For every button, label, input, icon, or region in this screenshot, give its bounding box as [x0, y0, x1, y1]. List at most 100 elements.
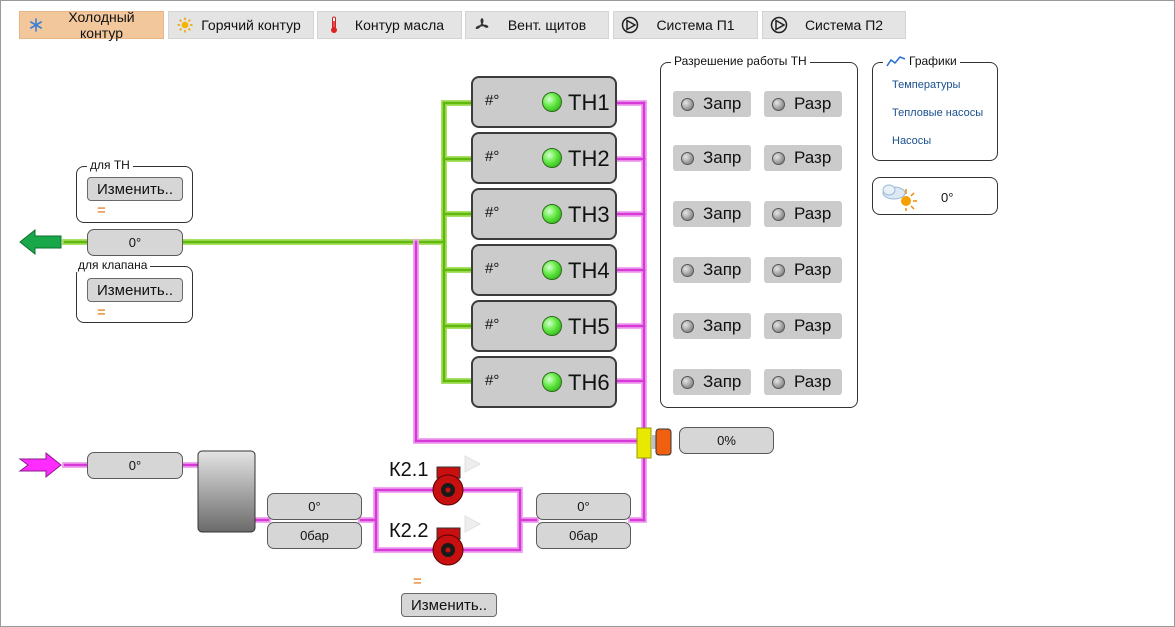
outdoor-temp-value: 0° [941, 190, 954, 205]
pump-k22-label: К2.2 [389, 520, 429, 542]
deny-button-th5[interactable]: Запр [673, 313, 751, 339]
chart-link-heat-pumps[interactable]: Тепловые насосы [892, 107, 984, 119]
allow-button-th1[interactable]: Разр [764, 91, 842, 117]
hp-name: ТН5 [568, 314, 610, 339]
status-led [542, 260, 562, 280]
tab-panel-ventilation[interactable]: Вент. щитов [465, 11, 609, 39]
hp-temp: #° [485, 372, 500, 389]
heat-pump-1[interactable]: #° ТН1 [471, 76, 617, 128]
hp-temp: #° [485, 148, 500, 165]
hp-temp: #° [485, 92, 500, 109]
group-title: для ТН [87, 158, 133, 172]
deny-button-th6[interactable]: Запр [673, 369, 751, 395]
tab-label: Система П1 [656, 17, 735, 33]
heat-pump-2[interactable]: #° ТН2 [471, 132, 617, 184]
permission-panel: Разрешение работы ТН [660, 54, 858, 408]
change-th-setpoint-button[interactable]: Изменить.. [87, 177, 183, 201]
allow-button-th6[interactable]: Разр [764, 369, 842, 395]
hp-name: ТН4 [568, 258, 610, 283]
indicator-icon [681, 207, 694, 221]
status-led [542, 204, 562, 224]
tab-label: Горячий контур [201, 17, 301, 33]
allow-button-th4[interactable]: Разр [764, 257, 842, 283]
hp-name: ТН3 [568, 202, 610, 227]
th-setpoint-value: = [97, 202, 106, 219]
snowflake-icon [26, 18, 46, 32]
indicator-icon [772, 97, 785, 111]
change-pump-setpoint-button[interactable]: Изменить.. [401, 593, 497, 617]
tab-label: Вент. щитов [507, 17, 587, 33]
return-temp-display: 0° [87, 452, 183, 479]
hp-temp: #° [485, 260, 500, 277]
valve-icon[interactable] [636, 427, 672, 459]
pump-k21-icon[interactable] [432, 455, 482, 506]
tab-label: Система П2 [804, 17, 884, 33]
indicator-icon [772, 263, 785, 277]
pump-outlet-temp: 0° [536, 493, 631, 520]
tab-oil-circuit[interactable]: Контур масла [317, 11, 462, 39]
panel-title: Разрешение работы ТН [671, 54, 810, 68]
indicator-icon [681, 375, 694, 389]
pump-setpoint-value: = [413, 573, 422, 590]
allow-button-th3[interactable]: Разр [764, 201, 842, 227]
thermometer-icon [324, 16, 344, 34]
deny-button-th2[interactable]: Запр [673, 145, 751, 171]
fan-icon [472, 17, 492, 33]
pump-k22-icon[interactable] [432, 515, 482, 566]
pump-icon [620, 16, 640, 34]
chart-link-pumps[interactable]: Насосы [892, 135, 932, 147]
outlet-arrow-icon [19, 228, 62, 256]
indicator-icon [681, 97, 694, 111]
valve-setpoint-value: = [97, 304, 106, 321]
tab-system-p1[interactable]: Система П1 [613, 11, 758, 39]
tab-label: Контур масла [354, 17, 445, 33]
tank [197, 450, 256, 533]
deny-button-th3[interactable]: Запр [673, 201, 751, 227]
sun-icon [175, 17, 195, 33]
deny-label: Запр [703, 204, 742, 223]
allow-label: Разр [794, 260, 832, 279]
indicator-icon [772, 151, 785, 165]
hp-name: ТН1 [568, 90, 610, 115]
allow-label: Разр [794, 316, 832, 335]
hp-temp: #° [485, 204, 500, 221]
panel-title: Графики [883, 54, 960, 68]
indicator-icon [772, 207, 785, 221]
heat-pump-4[interactable]: #° ТН4 [471, 244, 617, 296]
tab-label: Холодный контур [68, 9, 135, 41]
deny-button-th1[interactable]: Запр [673, 91, 751, 117]
chart-line-icon [886, 56, 906, 67]
allow-button-th5[interactable]: Разр [764, 313, 842, 339]
deny-label: Запр [703, 94, 742, 113]
chart-link-temperatures[interactable]: Температуры [892, 79, 961, 91]
heat-pump-5[interactable]: #° ТН5 [471, 300, 617, 352]
tab-cold-circuit[interactable]: Холодный контур [19, 9, 164, 41]
deny-button-th4[interactable]: Запр [673, 257, 751, 283]
weather-icon [882, 184, 917, 211]
heat-pump-3[interactable]: #° ТН3 [471, 188, 617, 240]
status-led [542, 316, 562, 336]
allow-button-th2[interactable]: Разр [764, 145, 842, 171]
heat-pump-6[interactable]: #° ТН6 [471, 356, 617, 408]
charts-panel: Графики [872, 54, 998, 161]
deny-label: Запр [703, 316, 742, 335]
pump-k21-label: К2.1 [389, 459, 429, 481]
status-led [542, 148, 562, 168]
group-title: для клапана [75, 258, 151, 272]
indicator-icon [772, 375, 785, 389]
change-valve-setpoint-button[interactable]: Изменить.. [87, 278, 183, 302]
tab-system-p2[interactable]: Система П2 [762, 11, 906, 39]
status-led [542, 92, 562, 112]
deny-label: Запр [703, 148, 742, 167]
hp-name: ТН2 [568, 146, 610, 171]
allow-label: Разр [794, 148, 832, 167]
tab-hot-circuit[interactable]: Горячий контур [168, 11, 314, 39]
deny-label: Запр [703, 260, 742, 279]
deny-label: Запр [703, 372, 742, 391]
indicator-icon [681, 319, 694, 333]
indicator-icon [772, 319, 785, 333]
hp-name: ТН6 [568, 370, 610, 395]
inlet-arrow-icon [18, 451, 62, 479]
pump-icon [769, 16, 789, 34]
